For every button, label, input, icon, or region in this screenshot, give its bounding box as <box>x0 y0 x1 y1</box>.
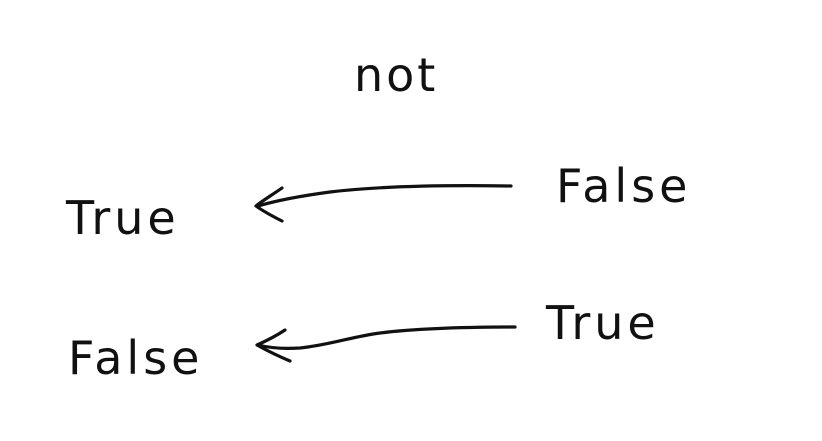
row-1-arrow-shaft <box>256 184 513 208</box>
row-2-arrow <box>255 325 517 363</box>
row-1-input: False <box>556 159 692 213</box>
row-2-arrow-shaft <box>256 325 517 350</box>
row-1-output: True <box>66 191 180 245</box>
operator-title: not <box>354 48 439 102</box>
row-2-arrow-head <box>255 328 292 363</box>
row-1-arrow <box>254 184 513 223</box>
row-1-arrow-head <box>254 186 284 223</box>
row-2-output: False <box>68 331 204 385</box>
row-2-input: True <box>546 296 660 350</box>
